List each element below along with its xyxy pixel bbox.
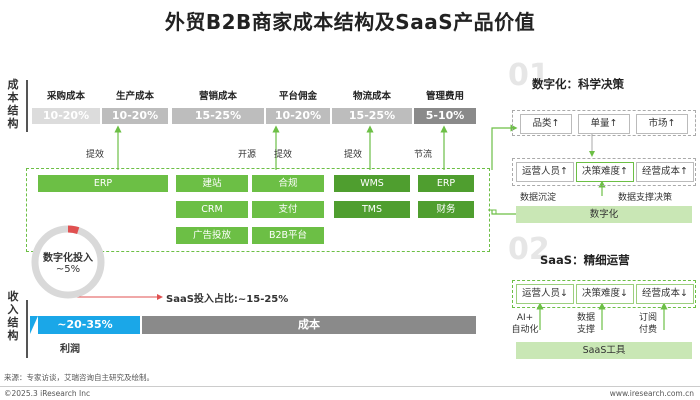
tool-tms: TMS [334, 201, 410, 218]
operating-cost-up-box: 经营成本↑ [636, 162, 694, 182]
ops-staff-down-box: 运营人员↓ [516, 284, 574, 304]
tool-erp-management: ERP [418, 175, 474, 192]
operating-cost-down-box: 经营成本↓ [636, 284, 694, 304]
tool-advertising: 广告投放 [176, 227, 248, 244]
cost-bar: 成本 [142, 316, 476, 334]
market-up-box: 市场↑ [636, 114, 688, 134]
ops-staff-up-box: 运营人员↑ [516, 162, 574, 182]
tool-compliance: 合规 [252, 175, 324, 192]
digital-investment-donut [31, 225, 105, 299]
tool-finance: 财务 [418, 201, 474, 218]
source-note: 来源：专家访谈，艾瑞咨询自主研究及绘制。 [4, 373, 154, 382]
donut-highlight-arc [31, 225, 105, 299]
section-number-01: 01 [508, 58, 550, 93]
cost-structure-label: 成本结构 [7, 78, 19, 130]
action-label-open-source: 开源 [238, 150, 257, 160]
donut-label: 数字化投入 [43, 253, 93, 264]
cost-value-marketing: 15-25% [172, 108, 264, 124]
donut-value: ~5% [55, 264, 81, 275]
cost-value-production: 10-20% [102, 108, 168, 124]
decision-difficulty-up-box: 决策难度↑ [576, 162, 634, 182]
cost-header-production: 生产成本 [115, 91, 154, 102]
action-label-efficiency-2: 提效 [274, 150, 293, 160]
digitalization-title: 数字化：科学决策 [532, 77, 624, 91]
action-label-efficiency-3: 提效 [344, 150, 363, 160]
action-label-efficiency-1: 提效 [86, 150, 105, 160]
note-ai-automation: AI+ 自动化 [511, 313, 539, 335]
cost-value-management: 5-10% [414, 108, 476, 124]
growth-row-frame [512, 110, 696, 136]
saas-result-frame [512, 280, 696, 308]
section-number-02: 02 [508, 232, 550, 267]
tool-erp-production: ERP [38, 175, 168, 192]
income-row-frame [26, 300, 28, 358]
burden-row-frame [512, 158, 696, 186]
tool-website-builder: 建站 [176, 175, 248, 192]
tool-crm: CRM [176, 201, 248, 218]
note-data-driven-decision: 数据支撑决策 [618, 193, 673, 203]
cost-value-commission: 10-20% [266, 108, 330, 124]
category-up-box: 品类↑ [520, 114, 572, 134]
saas-share-label: SaaS投入占比:~15-25% [166, 294, 289, 305]
website: www.iresearch.com.cn [609, 389, 694, 398]
profit-value: ~20-35% [57, 318, 113, 331]
cost-value-procurement: 10-20% [32, 108, 100, 124]
copyright: ©2025.3 iResearch Inc [4, 389, 91, 398]
footer-divider [0, 386, 700, 387]
profit-bar [30, 316, 140, 334]
cost-value-logistics: 15-25% [332, 108, 412, 124]
decision-difficulty-down-box: 决策难度↓ [576, 284, 634, 304]
cost-row-frame [26, 80, 480, 132]
order-volume-up-box: 单量↑ [578, 114, 630, 134]
digitalization-base-box: 数字化 [516, 206, 692, 223]
tool-wms: WMS [334, 175, 410, 192]
cost-header-management: 管理费用 [425, 91, 464, 102]
tool-b2b-platform: B2B平台 [252, 227, 324, 244]
cost-header-marketing: 营销成本 [198, 91, 237, 102]
cost-header-commission: 平台佣金 [278, 91, 317, 102]
note-subscription: 订阅 付费 [638, 313, 657, 335]
cost-header-logistics: 物流成本 [352, 91, 391, 102]
page-title: 外贸B2B商家成本结构及SaaS产品价值 [164, 10, 536, 34]
note-data-support: 数据 支撑 [576, 313, 595, 335]
cost-header-procurement: 采购成本 [46, 91, 85, 102]
note-data-accumulation: 数据沉淀 [520, 193, 557, 203]
saas-tools-base-box: SaaS工具 [516, 342, 692, 359]
tools-dashed-area [26, 168, 490, 252]
saas-title: SaaS：精细运营 [540, 253, 630, 267]
action-label-cost-saving: 节流 [414, 150, 433, 160]
income-structure-label: 收入结构 [7, 290, 19, 342]
profit-label: 利润 [60, 344, 80, 355]
tool-payment: 支付 [252, 201, 324, 218]
